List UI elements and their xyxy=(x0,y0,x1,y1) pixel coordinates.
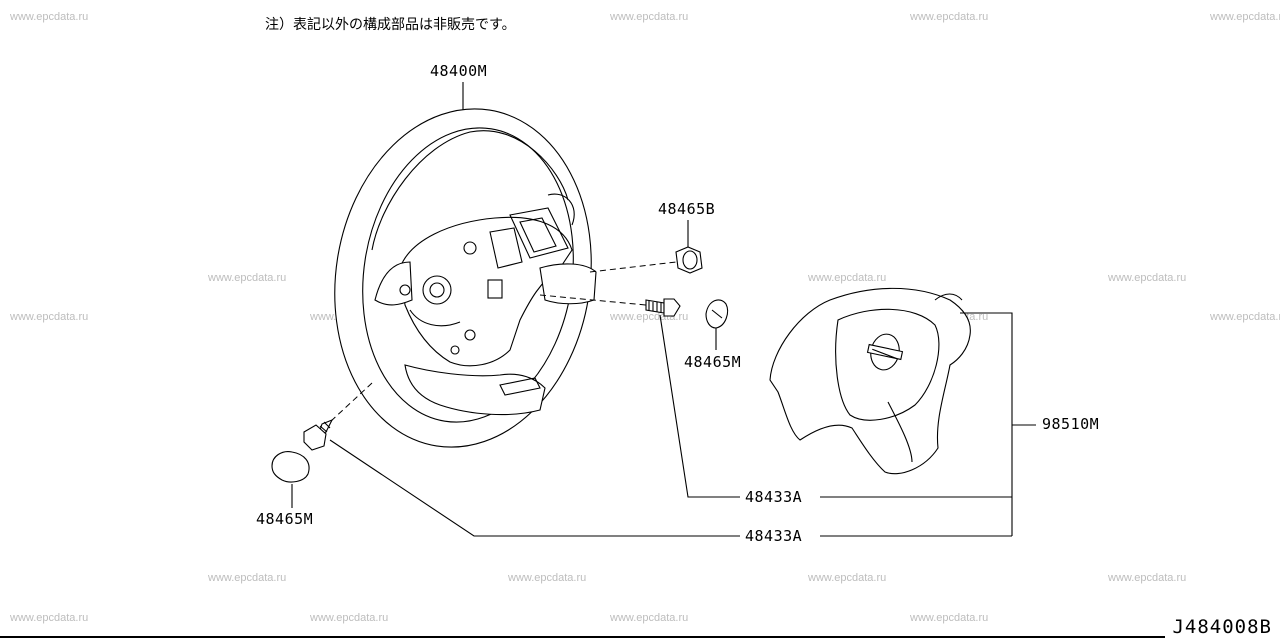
center-switch-pad xyxy=(489,227,523,269)
bolt-upper-thread xyxy=(648,301,662,312)
hub-hole xyxy=(399,284,411,296)
right-switch-inner xyxy=(519,217,557,253)
airbag-edge xyxy=(934,293,963,301)
airbag-module-drawing[interactable] xyxy=(769,287,971,475)
bolt-lower-thread xyxy=(319,421,331,433)
airbag-cover xyxy=(769,287,971,475)
diagram-code: J484008B xyxy=(1172,616,1272,638)
watermark: www.epcdata.ru xyxy=(10,612,89,624)
label-48465M-right[interactable]: 48465M xyxy=(684,353,742,371)
bracket-98510M xyxy=(960,312,1013,536)
right-spoke xyxy=(539,263,597,305)
hub-hole xyxy=(463,241,477,255)
steering-wheel-drawing[interactable] xyxy=(311,90,615,466)
watermark: www.epcdata.ru xyxy=(1210,11,1280,23)
bottom-spoke xyxy=(404,364,546,416)
label-48400M[interactable]: 48400M xyxy=(430,62,488,80)
watermark: www.epcdata.ru xyxy=(808,272,887,284)
airbag-lower-crease xyxy=(887,401,913,463)
leader-48433A-lower xyxy=(329,439,740,537)
watermark: www.epcdata.ru xyxy=(208,572,287,584)
align-line-nut xyxy=(589,261,677,273)
watermark: www.epcdata.ru xyxy=(10,311,89,323)
boss-inner xyxy=(429,282,445,298)
hub-hole xyxy=(464,329,476,341)
watermark: www.epcdata.ru xyxy=(208,272,287,284)
leader-48433A-upper xyxy=(659,314,740,498)
align-line-bolt xyxy=(539,294,647,306)
watermark: www.epcdata.ru xyxy=(1108,572,1187,584)
boss-outer xyxy=(422,275,452,305)
rim-grip-upper xyxy=(371,130,569,251)
watermark: www.epcdata.ru xyxy=(310,612,389,624)
cap-right-tab xyxy=(711,309,723,319)
nissan-emblem xyxy=(866,333,904,371)
nut-drawing[interactable] xyxy=(675,246,703,274)
airbag-center-panel xyxy=(835,308,940,421)
watermark: www.epcdata.ru xyxy=(808,572,887,584)
watermark: www.epcdata.ru xyxy=(610,612,689,624)
bolt-upper-head xyxy=(663,298,681,317)
watermark: www.epcdata.ru xyxy=(610,11,689,23)
watermark: www.epcdata.ru xyxy=(1108,272,1187,284)
bolt-lower-drawing[interactable] xyxy=(303,418,334,451)
label-48465M-left[interactable]: 48465M xyxy=(256,510,314,528)
right-switch-pad xyxy=(509,207,569,259)
cap-left-drawing[interactable] xyxy=(271,451,310,483)
label-48433A-lower[interactable]: 48433A xyxy=(745,527,803,545)
bolt-lower-head xyxy=(303,424,327,451)
label-48465B[interactable]: 48465B xyxy=(658,200,716,218)
rim-spoke-upper xyxy=(547,193,575,226)
hub-contour xyxy=(409,309,461,327)
label-48433A-upper[interactable]: 48433A xyxy=(745,488,803,506)
hub-hole xyxy=(450,345,460,355)
cap-left-body xyxy=(271,451,310,483)
bottom-emblem-plate xyxy=(499,377,541,396)
watermark: www.epcdata.ru xyxy=(910,612,989,624)
label-98510M[interactable]: 98510M xyxy=(1042,415,1100,433)
cap-right-drawing[interactable] xyxy=(705,299,729,329)
watermark: www.epcdata.ru xyxy=(1210,311,1280,323)
watermark: www.epcdata.ru xyxy=(10,11,89,23)
bolt-upper-drawing[interactable] xyxy=(645,298,681,317)
watermark: www.epcdata.ru xyxy=(508,572,587,584)
watermark: www.epcdata.ru xyxy=(910,11,989,23)
hub-slot xyxy=(487,279,503,299)
nut-hole xyxy=(682,250,698,270)
wheel-hub xyxy=(399,216,573,367)
note-text: 注）表記以外の構成部品は非販売です。 xyxy=(265,17,516,33)
